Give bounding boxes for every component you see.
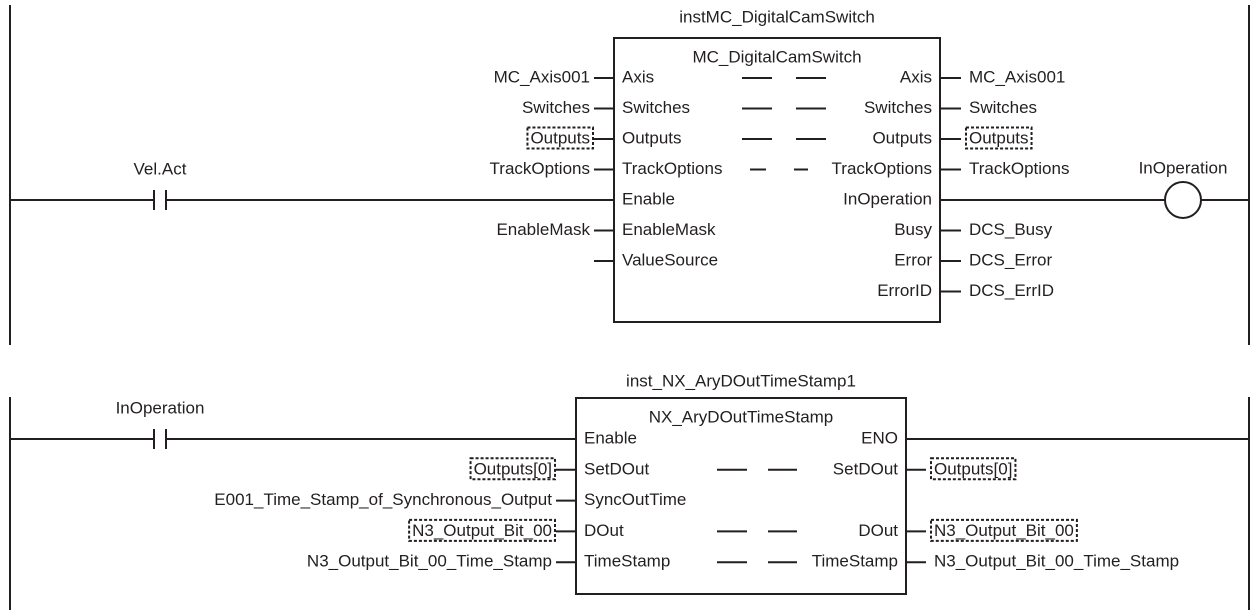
input-variable: Outputs — [530, 128, 590, 147]
fb-output-pin: TrackOptions — [832, 159, 932, 178]
output-variable: Switches — [969, 98, 1037, 117]
fb-output-pin: ENO — [861, 428, 898, 447]
fb-instance-name: instMC_DigitalCamSwitch — [679, 7, 875, 26]
highlight-box — [965, 126, 1033, 150]
function-block[interactable] — [613, 37, 941, 323]
highlight-box — [930, 457, 1017, 481]
highlight-box — [408, 518, 556, 542]
fb-output-pin: InOperation — [843, 189, 932, 208]
input-variable: TrackOptions — [490, 159, 590, 178]
fb-output-pin: DOut — [858, 521, 898, 540]
output-variable: Outputs[0] — [934, 459, 1012, 478]
fb-output-pin: Switches — [864, 98, 932, 117]
fb-output-pin: Error — [894, 250, 932, 269]
fb-input-pin: Axis — [622, 67, 654, 86]
input-variable: Switches — [522, 98, 590, 117]
fb-output-pin: SetDOut — [833, 459, 898, 478]
input-variable: EnableMask — [496, 220, 590, 239]
fb-input-pin: TimeStamp — [584, 552, 670, 571]
fb-output-pin: Outputs — [872, 128, 932, 147]
input-variable: N3_Output_Bit_00_Time_Stamp — [307, 552, 552, 571]
input-variable: E001_Time_Stamp_of_Synchronous_Output — [214, 490, 552, 509]
fb-input-pin: SetDOut — [584, 459, 649, 478]
fb-input-pin: Outputs — [622, 128, 682, 147]
output-variable: MC_Axis001 — [969, 67, 1065, 86]
fb-input-pin: EnableMask — [622, 220, 716, 239]
rung-2: inst_NX_AryDOutTimeStamp1NX_AryDOutTimeS… — [10, 371, 1249, 595]
fb-input-pin: TrackOptions — [622, 159, 722, 178]
input-variable: N3_Output_Bit_00 — [412, 521, 552, 540]
highlight-box — [930, 518, 1078, 542]
fb-input-pin: Enable — [622, 189, 675, 208]
output-variable: DCS_ErrID — [969, 281, 1054, 300]
contact-label: InOperation — [116, 398, 205, 417]
fb-output-pin: TimeStamp — [812, 552, 898, 571]
fb-input-pin: SyncOutTime — [584, 490, 686, 509]
fb-input-pin: DOut — [584, 521, 624, 540]
fb-instance-name: inst_NX_AryDOutTimeStamp1 — [626, 371, 856, 390]
output-variable: DCS_Error — [969, 250, 1052, 269]
fb-input-pin: ValueSource — [622, 250, 718, 269]
output-variable: N3_Output_Bit_00 — [934, 521, 1074, 540]
fb-output-pin: ErrorID — [877, 281, 932, 300]
output-variable: TrackOptions — [969, 159, 1069, 178]
fb-type-name: MC_DigitalCamSwitch — [692, 47, 861, 66]
output-variable: Outputs — [969, 128, 1029, 147]
fb-output-pin: Busy — [894, 220, 932, 239]
input-variable: Outputs[0] — [474, 459, 552, 478]
coil — [1164, 181, 1202, 219]
fb-input-pin: Switches — [622, 98, 690, 117]
highlight-box — [469, 457, 556, 481]
rung-1: instMC_DigitalCamSwitchMC_DigitalCamSwit… — [10, 7, 1249, 323]
input-variable: MC_Axis001 — [494, 67, 590, 86]
output-variable: DCS_Busy — [969, 220, 1053, 239]
fb-input-pin: Enable — [584, 428, 637, 447]
contact-label: Vel.Act — [134, 159, 187, 178]
highlight-box — [526, 126, 594, 150]
fb-output-pin: Axis — [900, 67, 932, 86]
coil-label: InOperation — [1139, 158, 1228, 177]
output-variable: N3_Output_Bit_00_Time_Stamp — [934, 552, 1179, 571]
fb-type-name: NX_AryDOutTimeStamp — [649, 407, 834, 426]
